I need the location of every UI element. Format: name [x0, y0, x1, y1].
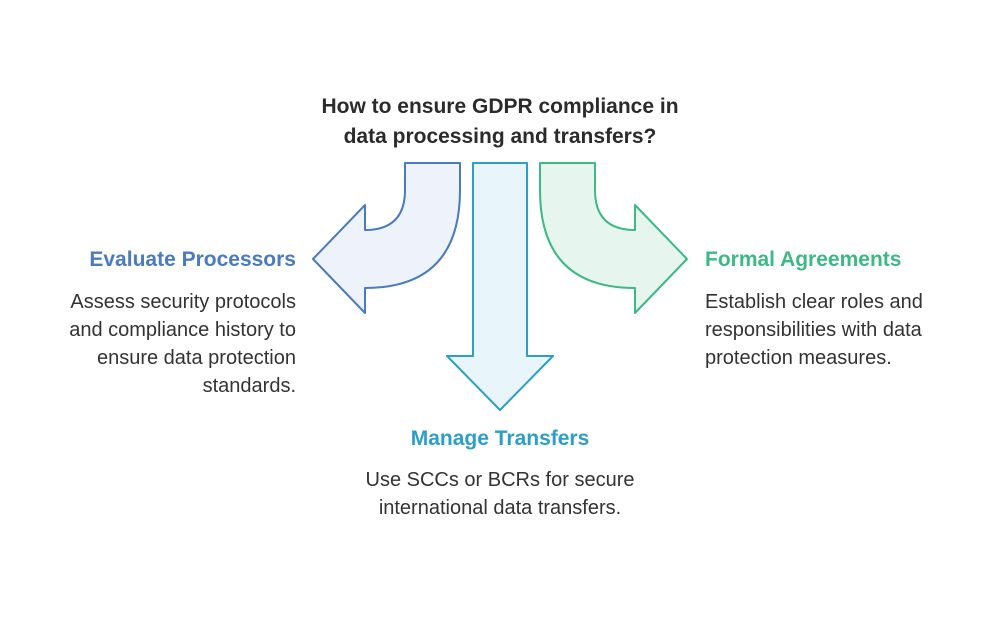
branch-description-manage-transfers: Use SCCs or BCRs for secure internationa… [320, 466, 680, 522]
description-line: Assess security protocols [70, 291, 296, 313]
title-line-2: data processing and transfers? [343, 125, 657, 148]
branch-heading-formal-agreements: Formal Agreements [705, 248, 902, 271]
description-line: ensure data protection [96, 347, 296, 369]
right-curved-arrow [539, 162, 688, 314]
diagram-title: How to ensure GDPR compliance in data pr… [300, 92, 700, 152]
left-curved-arrow [312, 162, 461, 314]
description-line: standards. [202, 375, 296, 397]
branch-description-formal-agreements: Establish clear roles and responsibiliti… [705, 288, 985, 372]
description-line: and compliance history to [69, 319, 296, 341]
description-line: responsibilities with data [705, 319, 922, 341]
branch-heading-manage-transfers: Manage Transfers [410, 427, 590, 450]
branch-description-evaluate-processors: Assess security protocols and compliance… [20, 288, 296, 400]
description-line: Establish clear roles and [705, 291, 923, 313]
description-line: international data transfers. [378, 497, 622, 519]
description-line: protection measures. [705, 347, 892, 369]
title-line-1: How to ensure GDPR compliance in [321, 95, 679, 118]
center-down-arrow [446, 162, 554, 411]
branch-heading-evaluate-processors: Evaluate Processors [89, 248, 296, 271]
description-line: Use SCCs or BCRs for secure [365, 469, 635, 491]
